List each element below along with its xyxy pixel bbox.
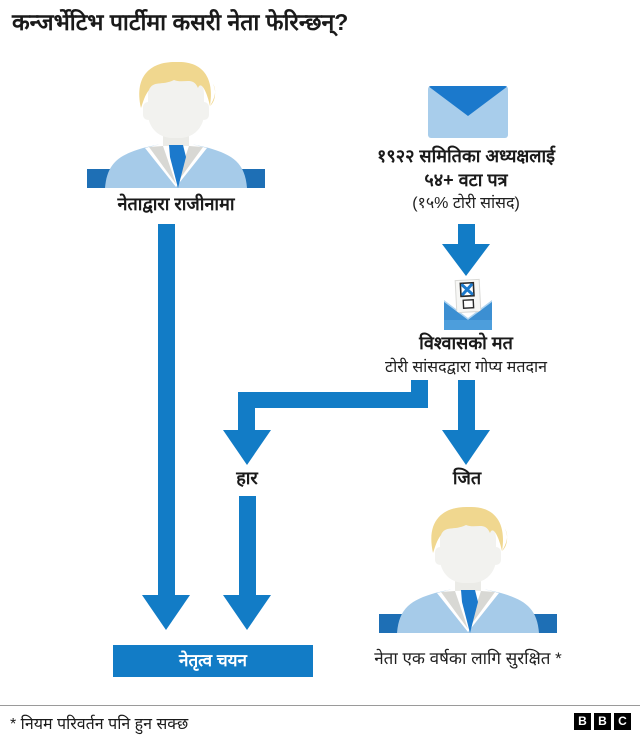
- arrow-vote-to-win: [458, 380, 475, 432]
- envelope-icon: [428, 86, 508, 138]
- footer-divider: [0, 705, 640, 706]
- arrow-down-icon: [223, 595, 271, 630]
- leader-safe-avatar-icon: [379, 505, 557, 633]
- ballot-box-icon: [439, 278, 497, 332]
- vote-title: विश्वासको मत: [419, 333, 513, 353]
- lose-label: हार: [236, 468, 258, 488]
- letters-line1: १९२२ समितिका अध्यक्षलाई: [376, 146, 555, 166]
- bbc-logo-letter: B: [594, 713, 611, 730]
- envelope-flap-icon: [428, 86, 508, 116]
- arrow-down-icon: [142, 595, 190, 630]
- arrow-vote-to-lose-vertical: [238, 392, 255, 432]
- resignation-label: नेताद्वारा राजीनामा: [117, 194, 235, 214]
- arrow-vote-to-lose-horizontal: [238, 392, 428, 408]
- bbc-logo-letter: B: [574, 713, 591, 730]
- win-label: जित: [452, 468, 482, 488]
- arrow-resignation-to-selection: [158, 224, 175, 595]
- bbc-logo: B B C: [574, 713, 631, 730]
- page-title: कन्जर्भेटिभ पार्टीमा कसरी नेता फेरिन्छन्…: [12, 9, 349, 35]
- bbc-logo-letter: C: [614, 713, 631, 730]
- arrow-lose-to-selection: [239, 496, 256, 595]
- leadership-selection-box: नेतृत्व चयन: [113, 645, 313, 677]
- vote-subtitle: टोरी सांसदद्वारा गोप्य मतदान: [385, 359, 547, 376]
- arrow-letters-to-vote: [458, 224, 475, 244]
- leader-avatar-icon: [87, 60, 265, 188]
- arrow-down-icon: [442, 430, 490, 465]
- leader-safe-label: नेता एक वर्षका लागि सुरक्षित *: [374, 649, 562, 668]
- letters-text-block: १९२२ समितिका अध्यक्षलाई ५४+ वटा पत्र (१५…: [336, 144, 596, 216]
- arrow-down-icon: [442, 244, 490, 276]
- footnote: * नियम परिवर्तन पनि हुन सक्छ: [10, 716, 189, 733]
- letters-line2: ५४+ वटा पत्र: [424, 170, 508, 190]
- letters-line3: (१५% टोरी सांसद): [412, 195, 520, 212]
- arrow-down-icon: [223, 430, 271, 465]
